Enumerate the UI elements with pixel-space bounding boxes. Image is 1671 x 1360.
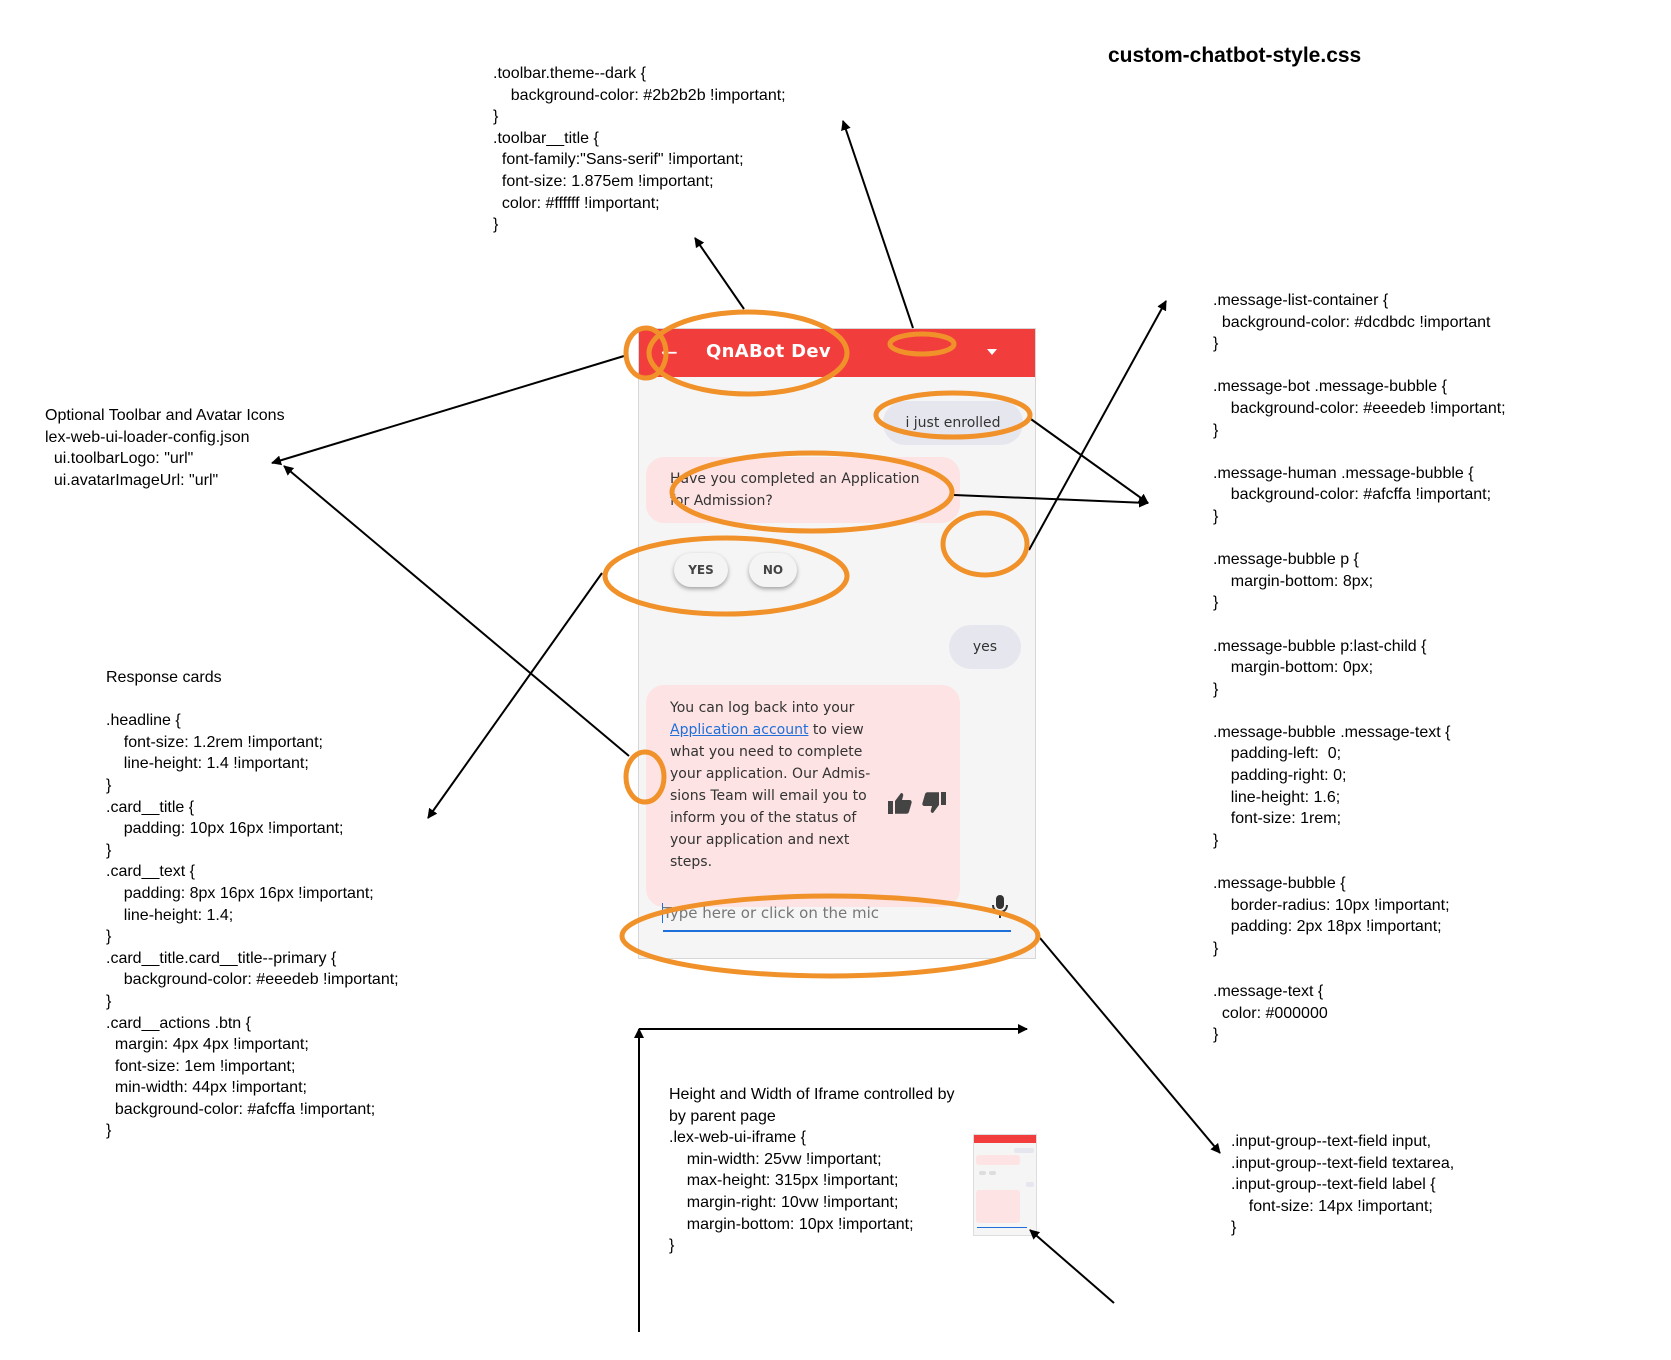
thumbnail-toolbar bbox=[974, 1135, 1036, 1143]
toolbar-css-note: .toolbar.theme--dark { background-color:… bbox=[493, 65, 786, 234]
arrow-bubble-to-icons-note bbox=[283, 465, 630, 757]
arrow-thumbnail bbox=[1029, 1229, 1115, 1304]
callout-avatar bbox=[623, 749, 667, 805]
thumbs-down-icon[interactable] bbox=[921, 791, 947, 821]
response-cards-note: Response cards .headline { font-size: 1.… bbox=[106, 669, 399, 1140]
bot-response-text-end: to view what you need to complete your a… bbox=[670, 722, 871, 870]
arrow-human-bubble-to-message-css bbox=[1027, 416, 1149, 504]
thumbs-up-icon[interactable] bbox=[887, 791, 913, 821]
yes-card-button[interactable]: YES bbox=[674, 553, 728, 587]
message-css-note: .message-list-container { background-col… bbox=[1213, 292, 1506, 1044]
arrow-title-to-toolbar-css bbox=[694, 237, 745, 310]
arrow-menu-to-toolbar-css bbox=[841, 120, 914, 329]
arrow-bot-bubble-to-message-css bbox=[953, 494, 1149, 508]
no-card-button[interactable]: NO bbox=[749, 553, 797, 587]
callout-title bbox=[646, 309, 850, 397]
callout-bot-bubble bbox=[669, 450, 955, 534]
arrow-container-to-message-css bbox=[1028, 300, 1167, 551]
iframe-thumbnail bbox=[973, 1134, 1037, 1236]
callout-human-bubble bbox=[873, 390, 1033, 440]
bot-response-bubble: You can log back into your Application a… bbox=[646, 685, 960, 907]
message-input-placeholder: Type here or click on the mic bbox=[663, 904, 880, 922]
human-message-bubble: yes bbox=[949, 625, 1021, 669]
arrow-input-to-input-css bbox=[1039, 937, 1221, 1154]
human-message-text: yes bbox=[972, 639, 998, 655]
callout-back-icon bbox=[623, 325, 669, 381]
callout-container bbox=[940, 510, 1030, 578]
human-message-text: i just enrolled bbox=[905, 415, 1001, 431]
arrow-back-to-icons-note bbox=[271, 355, 625, 466]
bot-response-text: You can log back into your Application a… bbox=[670, 697, 875, 873]
chat-widget: ← QnABot Dev i just enrolled Have you co… bbox=[638, 328, 1036, 959]
callout-menu bbox=[887, 331, 957, 357]
toolbar-title: QnABot Dev bbox=[706, 341, 831, 362]
callout-input bbox=[619, 893, 1041, 979]
callout-card-buttons bbox=[602, 535, 850, 617]
iframe-css-note: Height and Width of Iframe controlled by… bbox=[669, 1086, 955, 1255]
input-css-note: .input-group--text-field input, .input-g… bbox=[1231, 1133, 1455, 1237]
application-account-link[interactable]: Application account bbox=[670, 722, 809, 738]
arrow-buttons-to-cards-note bbox=[427, 572, 603, 819]
icons-config-note: Optional Toolbar and Avatar Icons lex-we… bbox=[45, 407, 285, 489]
bot-response-text-start: You can log back into your bbox=[670, 700, 855, 716]
file-title: custom-chatbot-style.css bbox=[1108, 44, 1362, 67]
bot-message-text: Have you completed an Application for Ad… bbox=[670, 471, 920, 509]
menu-dropdown-icon[interactable] bbox=[987, 349, 997, 355]
